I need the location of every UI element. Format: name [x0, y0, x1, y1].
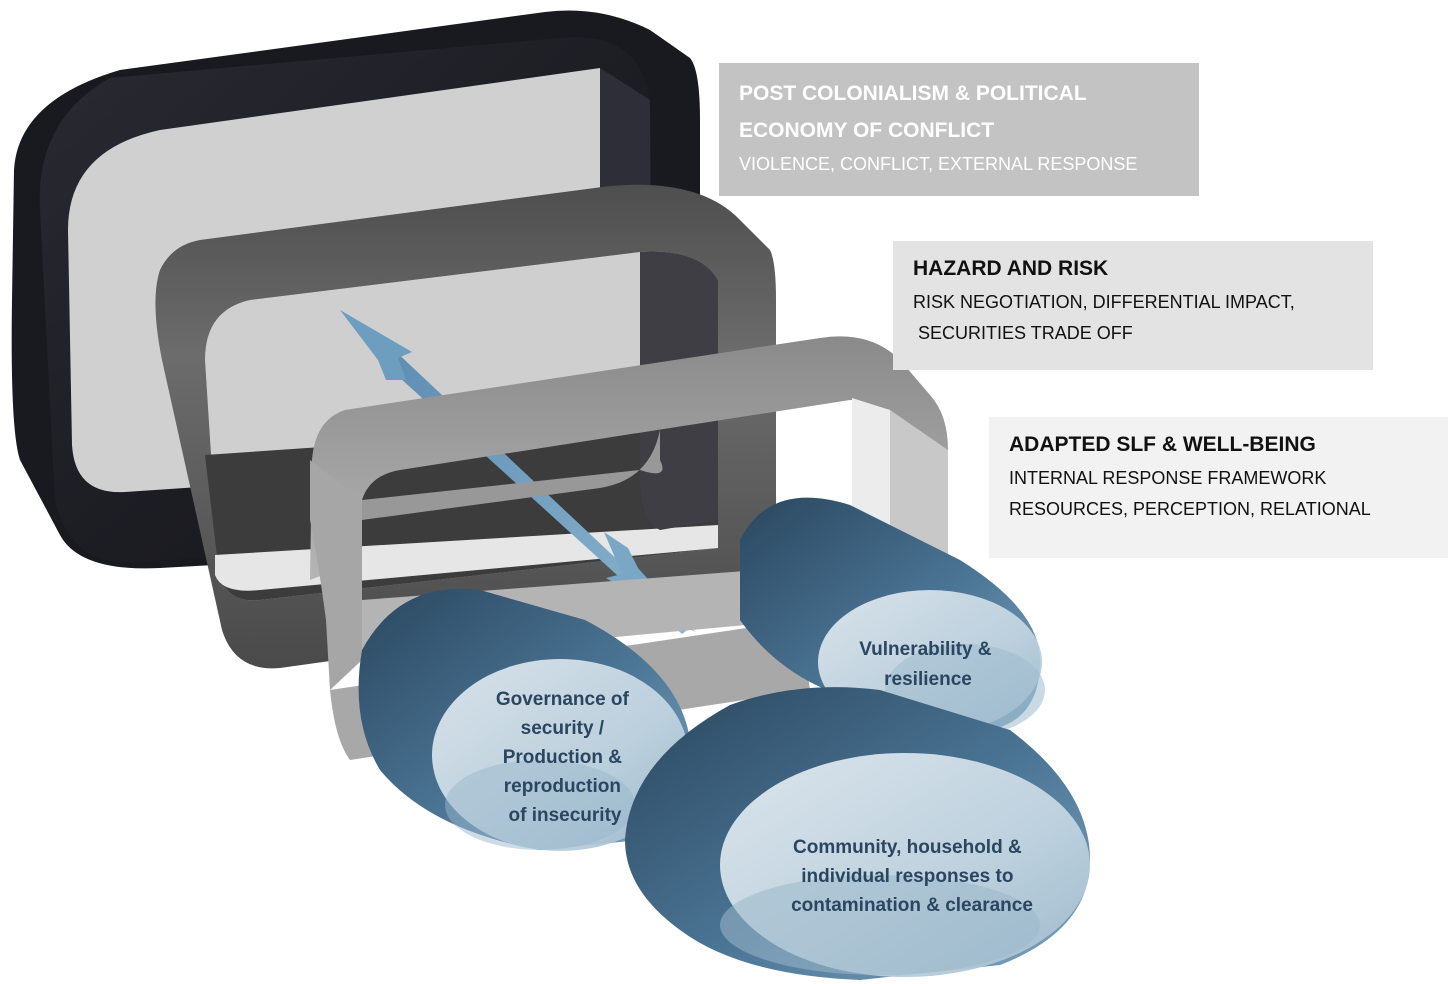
- cylinder-line: Governance of: [496, 689, 630, 710]
- inner-frame-left-post: [310, 460, 362, 690]
- cylinder-line: individual responses to: [801, 866, 1013, 887]
- cylinder-text-governance: Governance of security / Production & re…: [496, 689, 634, 826]
- label-detail-line: RISK NEGOTIATION, DIFFERENTIAL IMPACT,: [913, 292, 1295, 312]
- label-title-line: ADAPTED SLF & WELL-BEING: [1009, 433, 1316, 456]
- label-detail-line: RESOURCES, PERCEPTION, RELATIONAL: [1009, 499, 1371, 519]
- label-detail-line: SECURITIES TRADE OFF: [913, 323, 1133, 343]
- label-detail-line: VIOLENCE, CONFLICT, EXTERNAL RESPONSE: [739, 154, 1138, 174]
- inner-frame-top-band: [310, 336, 948, 580]
- label-detail-line: INTERNAL RESPONSE FRAMEWORK: [1009, 468, 1327, 488]
- label-title-line: POST COLONIALISM & POLITICAL: [739, 82, 1087, 105]
- label-adapted-slf: ADAPTED SLF & WELL-BEING INTERNAL RESPON…: [989, 417, 1448, 558]
- cylinder-line: security /: [521, 718, 605, 739]
- arrow-head-top: [340, 310, 412, 380]
- cylinder-line: Production &: [503, 747, 623, 768]
- cylinder-community-face-tint: [720, 875, 1040, 975]
- cylinder-line: Community, household &: [793, 837, 1022, 858]
- label-hazard-risk: HAZARD AND RISK RISK NEGOTIATION, DIFFER…: [893, 241, 1373, 370]
- cylinder-governance-face-tint: [445, 760, 635, 850]
- inner-frame-opening-shadow: [362, 430, 663, 520]
- cylinder-text-vulnerability: Vulnerability & resilience: [859, 639, 997, 690]
- cylinder-community: [625, 687, 1090, 980]
- cylinder-line: of insecurity: [509, 805, 622, 826]
- label-post-colonialism: POST COLONIALISM & POLITICAL ECONOMY OF …: [719, 63, 1199, 196]
- cylinder-line: reproduction: [504, 776, 621, 797]
- label-title-line: HAZARD AND RISK: [913, 257, 1109, 280]
- cylinder-text-community: Community, household & individual respon…: [791, 837, 1033, 916]
- cylinder-line: contamination & clearance: [791, 895, 1033, 916]
- cylinder-governance: [358, 588, 691, 851]
- cylinder-line: resilience: [884, 669, 972, 690]
- label-title-line: ECONOMY OF CONFLICT: [739, 119, 995, 142]
- cylinder-line: Vulnerability &: [859, 639, 992, 660]
